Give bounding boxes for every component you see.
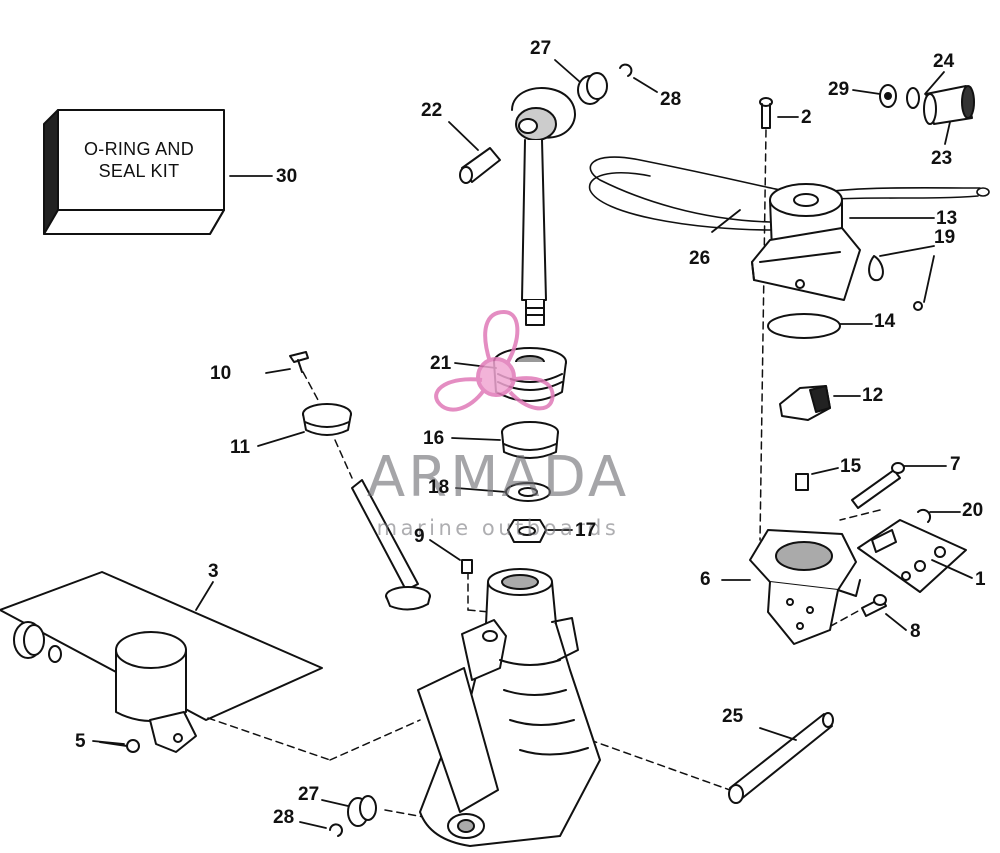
callout-1: 1 [975,569,986,590]
seal-kit-box [43,109,225,235]
callout-16: 16 [423,428,445,449]
callout-11: 11 [230,437,251,458]
callout-26: 26 [689,248,711,269]
watermark-logo-icon [434,309,555,412]
part-oring-14 [767,313,841,339]
callout-22: 22 [421,100,443,121]
part-bushing-27-top [577,63,633,105]
part-screw-2 [759,97,773,129]
callout-19: 19 [934,227,956,248]
callout-2: 2 [801,107,812,128]
seal-kit-label: O-RING AND SEAL KIT [60,138,218,182]
callout-7: 7 [950,454,961,475]
callout-17: 17 [575,520,597,541]
callout-5: 5 [75,731,86,752]
callout-6: 6 [700,569,711,590]
part-main-housing [417,568,601,847]
callout-28-bottom: 28 [273,807,295,828]
leader-lines [92,59,973,829]
watermark-tagline: marine outboards [376,516,620,540]
part-clip-20 [917,508,932,523]
callout-3: 3 [208,561,219,582]
callout-28-top: 28 [660,89,682,110]
part-bushing-27-bottom [329,795,377,837]
callout-15: 15 [840,456,862,477]
callout-8: 8 [910,621,921,642]
part-plug-11 [302,403,352,436]
part-bolt-8 [861,594,887,617]
callout-24: 24 [933,51,955,72]
part-pump-6 [749,529,861,645]
part-pin-25 [728,712,834,804]
part-clip-19 [868,255,923,311]
part-pin-22 [459,147,501,184]
part-bolt-7 [851,462,905,509]
callout-30: 30 [276,166,298,187]
seal-kit-label-line1: O-RING AND [83,139,194,159]
callout-12: 12 [862,385,884,406]
part-setscrew-9 [461,559,473,574]
part-filter-12 [779,385,831,421]
part-tilt-rod [511,87,576,326]
part-piston-16 [501,421,559,459]
part-screw-5 [99,739,140,753]
part-tube [351,479,431,611]
seal-kit-label-line2: SEAL KIT [98,161,180,181]
watermark-brand: ARMADA [366,445,630,510]
callout-10: 10 [210,363,232,384]
callout-29: 29 [828,79,850,100]
callout-20: 20 [962,500,984,521]
callout-25: 25 [722,706,744,727]
callout-18: 18 [428,477,450,498]
part-nut-17 [507,519,547,543]
part-valve-kit-1 [857,519,967,593]
callout-27-bottom: 27 [298,784,320,805]
part-motor-13 [751,183,861,301]
callout-23: 23 [931,148,953,169]
part-reservoir-3 [0,571,323,753]
callout-27-top: 27 [530,38,552,59]
part-setscrew-15 [795,473,809,491]
part-cap-23-24-29 [879,84,975,125]
part-screw-10 [289,351,309,373]
callout-13: 13 [936,208,958,229]
callout-9: 9 [414,526,425,547]
callout-21: 21 [430,353,452,374]
callout-14: 14 [874,311,896,332]
